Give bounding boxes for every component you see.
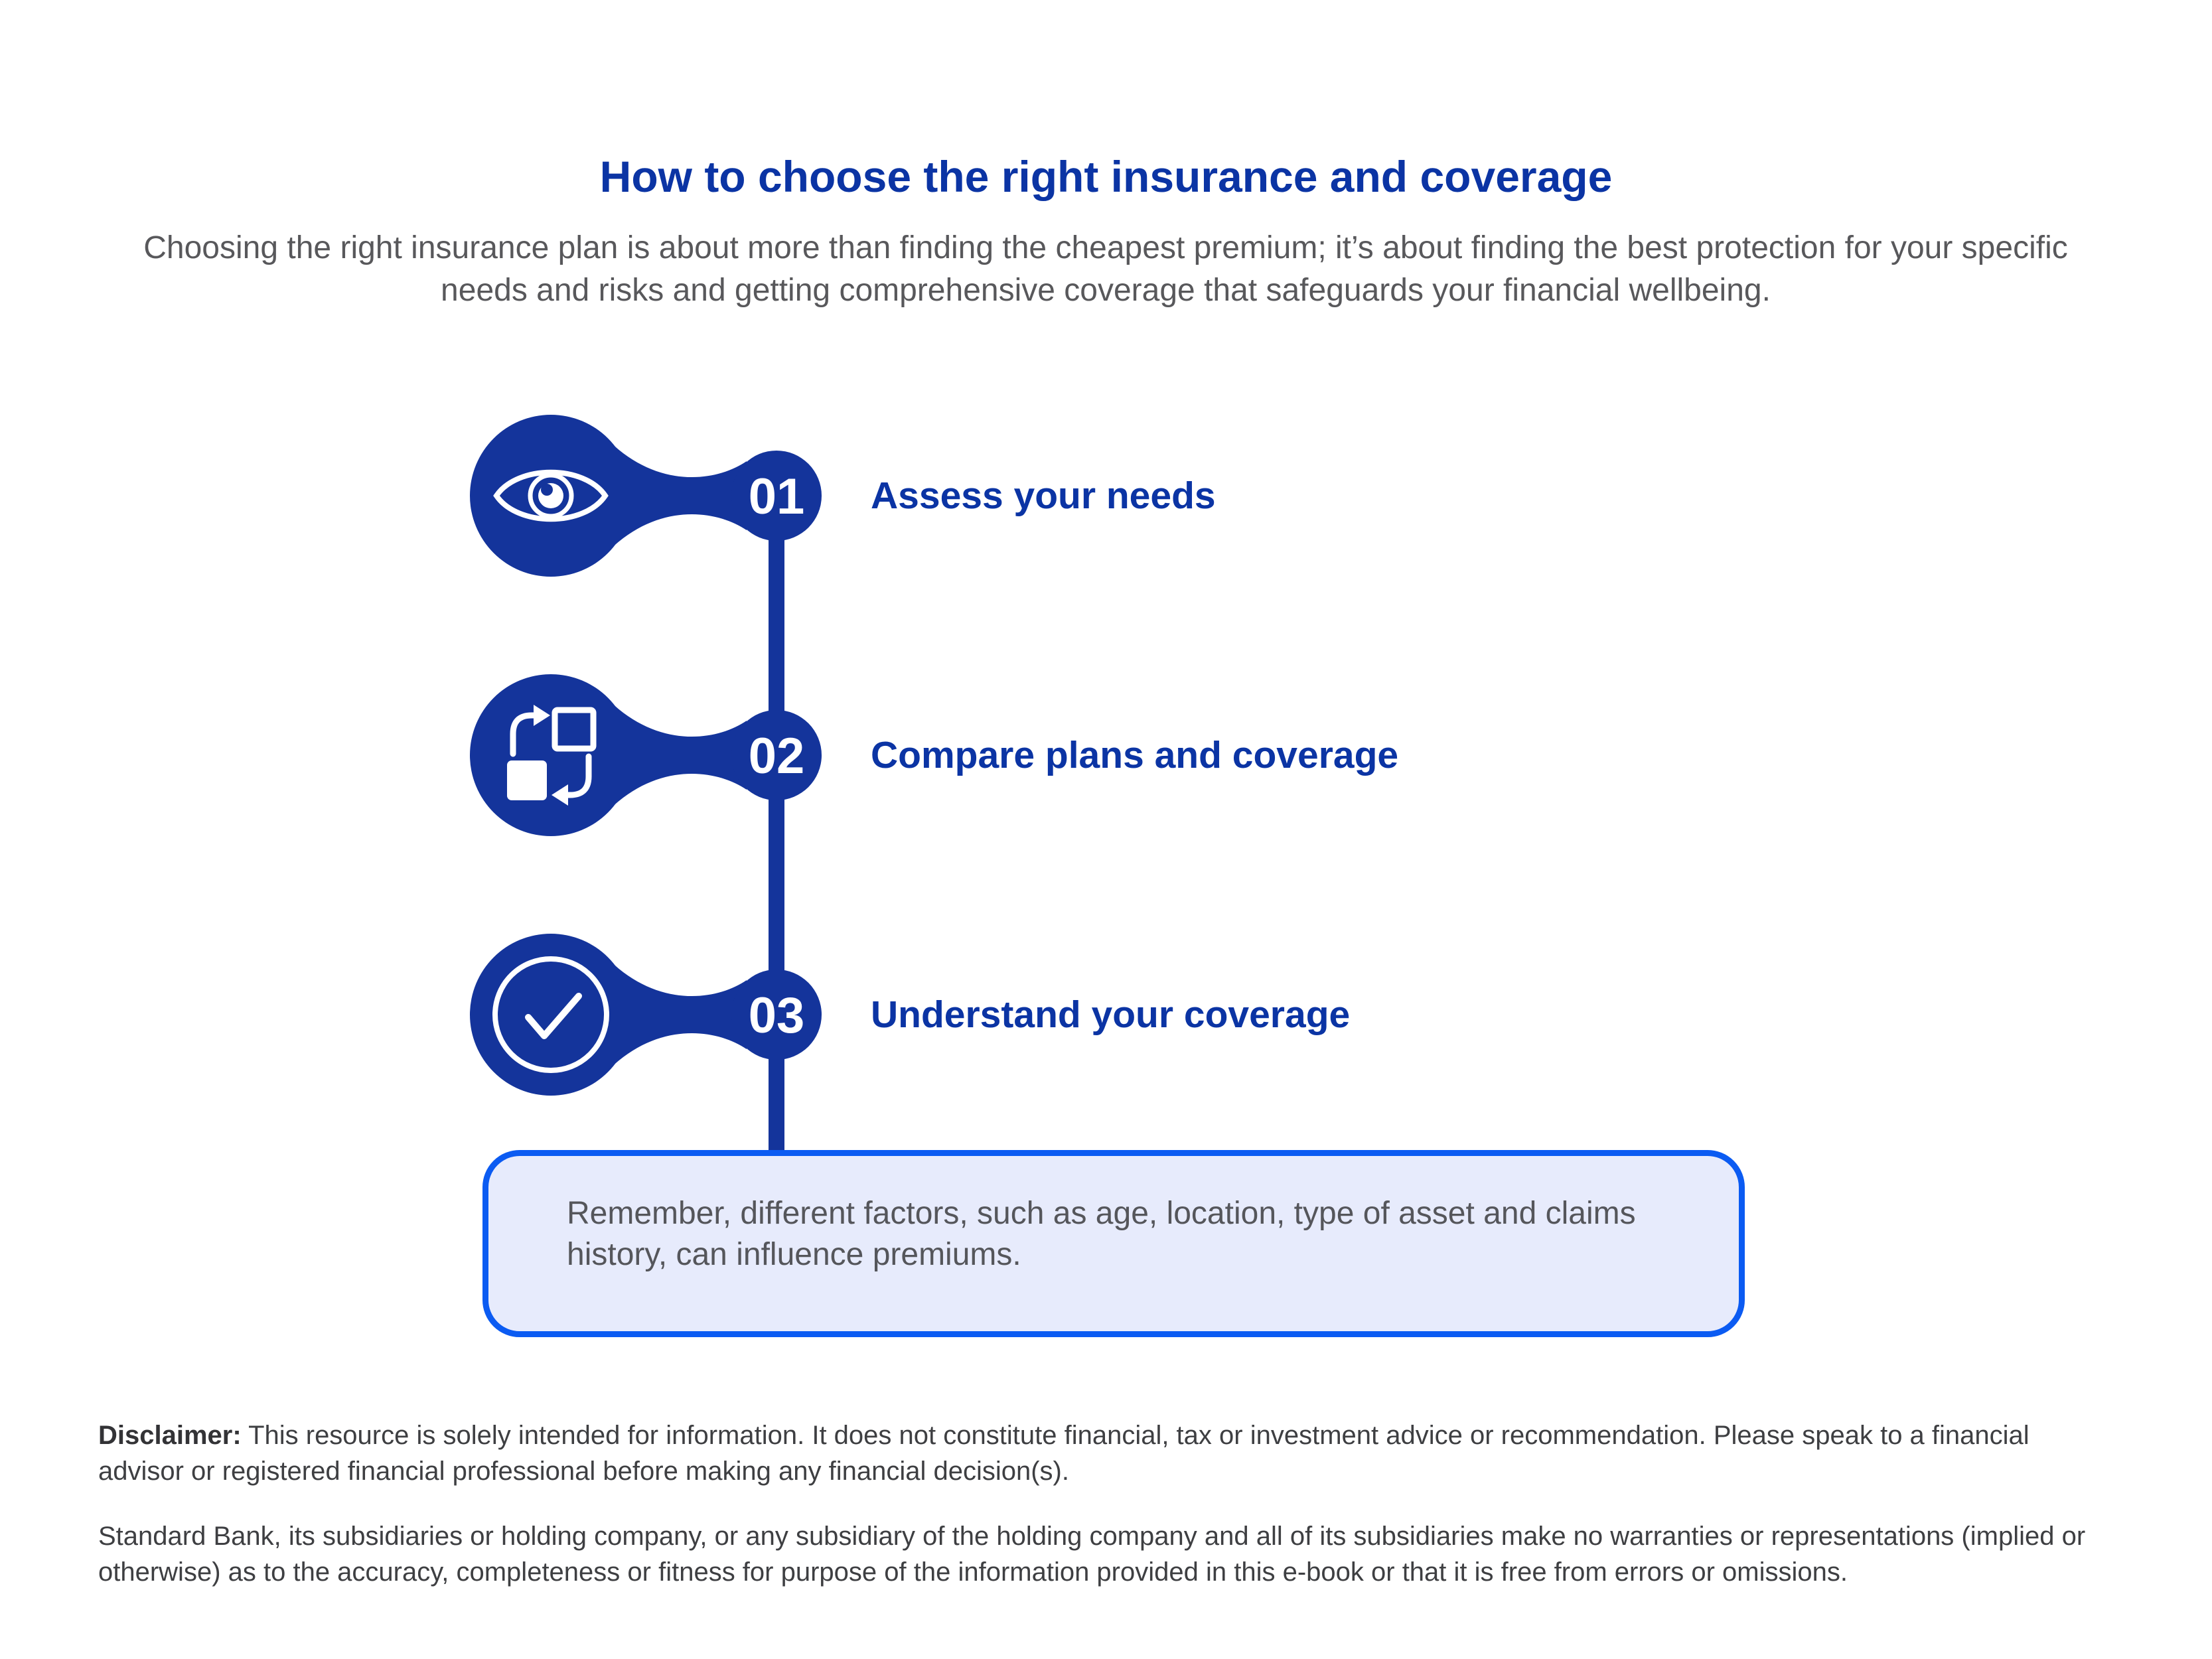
step-2-label: Compare plans and coverage <box>871 734 1399 776</box>
eye-icon <box>493 469 609 522</box>
disclaimer-paragraph: Disclaimer: This resource is solely inte… <box>98 1417 2102 1489</box>
step-1-label: Assess your needs <box>871 474 1216 517</box>
compare-icon <box>507 705 597 806</box>
intro-text: Choosing the right insurance plan is abo… <box>143 230 2068 308</box>
legal-paragraph: Standard Bank, its subsidiaries or holdi… <box>98 1522 2086 1587</box>
step-1-number: 01 <box>749 469 805 525</box>
step-3-label: Understand your coverage <box>871 993 1351 1036</box>
step-3-number: 03 <box>749 987 805 1044</box>
step-2-number: 02 <box>749 728 805 784</box>
callout-box: Remember, different factors, such as age… <box>482 1150 1745 1337</box>
step-2-marker: 02 <box>470 674 822 836</box>
page-title: How to choose the right insurance and co… <box>599 152 1613 201</box>
step-3-marker: 03 <box>470 934 822 1096</box>
disclaimer-text: This resource is solely intended for inf… <box>98 1421 2029 1486</box>
check-icon <box>492 956 609 1073</box>
step-1-marker: 01 <box>470 415 822 577</box>
disclaimer-label: Disclaimer: <box>98 1421 242 1450</box>
callout-text: Remember, different factors, such as age… <box>567 1196 1636 1272</box>
